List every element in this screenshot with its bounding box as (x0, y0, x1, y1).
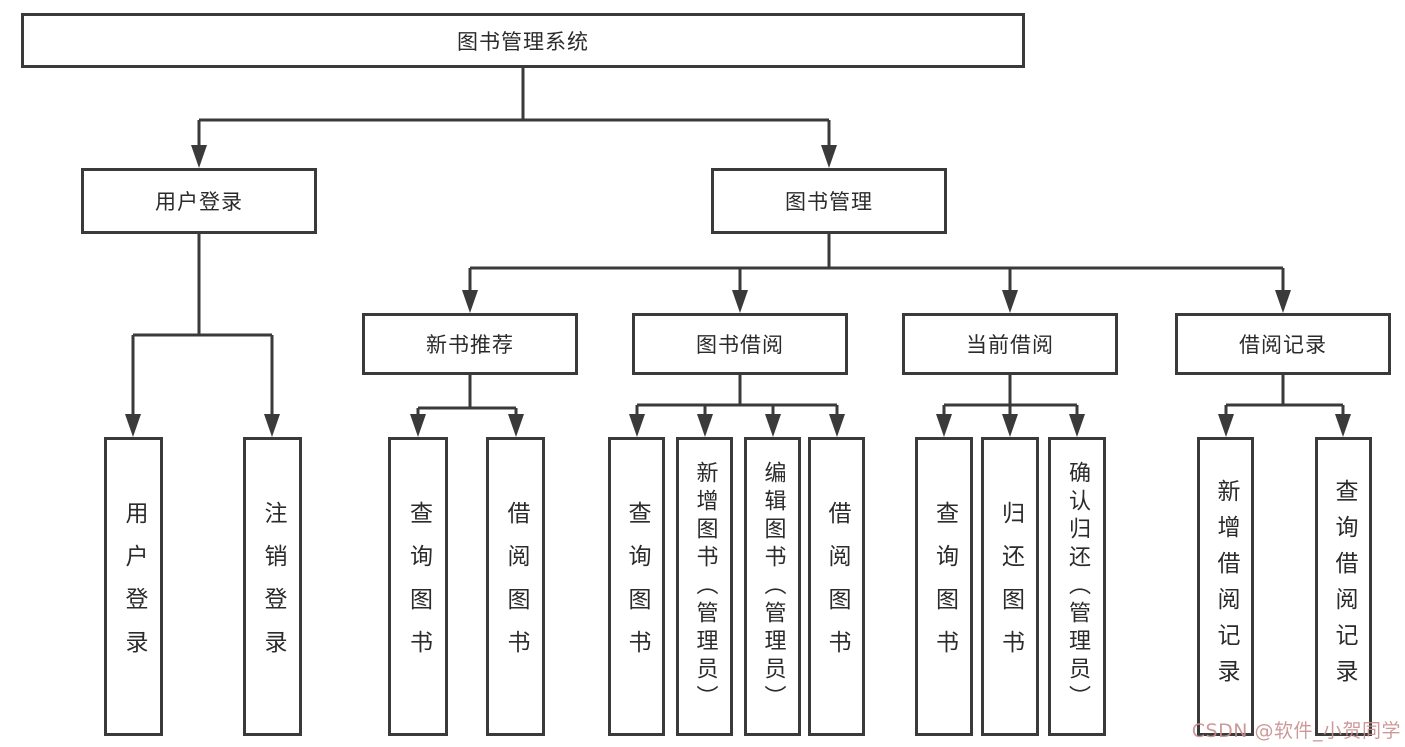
leaf-borrow-books-2-label: 借阅图书 (824, 500, 850, 673)
leaf-confirm-return-admin: 确认归还（管理员） (1048, 437, 1106, 736)
leaf-add-borrow-record-label: 新增借阅记录 (1213, 478, 1239, 695)
arrowheads (125, 145, 1351, 437)
node-root-label: 图书管理系统 (457, 29, 589, 54)
node-new-book-recommend-label: 新书推荐 (426, 333, 514, 357)
leaf-query-books-2-label: 查询图书 (624, 500, 650, 673)
csdn-watermark: CSDN @软件_小贺同学 (1191, 720, 1401, 742)
leaf-borrow-books-label: 借阅图书 (503, 500, 529, 673)
leaf-add-books-admin-label: 新增图书（管理员） (692, 460, 718, 713)
leaf-user-login: 用户登录 (104, 437, 163, 736)
leaf-query-borrow-record-label: 查询借阅记录 (1331, 478, 1357, 695)
leaf-edit-books-admin-label: 编辑图书（管理员） (760, 460, 786, 713)
leaf-query-books-2: 查询图书 (608, 437, 665, 736)
node-root: 图书管理系统 (21, 13, 1025, 68)
leaf-return-books-label: 归还图书 (997, 500, 1024, 673)
leaf-query-books-3: 查询图书 (915, 437, 973, 736)
leaf-query-books: 查询图书 (388, 437, 448, 736)
node-book-borrow-label: 图书借阅 (696, 333, 784, 357)
node-current-borrow-label: 当前借阅 (966, 333, 1054, 357)
leaf-query-borrow-record: 查询借阅记录 (1315, 437, 1372, 736)
node-borrow-records-label: 借阅记录 (1239, 333, 1327, 357)
leaf-add-books-admin: 新增图书（管理员） (676, 437, 733, 736)
node-user-login: 用户登录 (81, 168, 317, 234)
leaf-return-books: 归还图书 (981, 437, 1039, 736)
node-book-borrow: 图书借阅 (632, 313, 848, 375)
leaf-user-login-label: 用户登录 (121, 500, 147, 673)
node-new-book-recommend: 新书推荐 (362, 313, 578, 375)
leaf-confirm-return-admin-label: 确认归还（管理员） (1065, 460, 1090, 713)
leaf-logout: 注销登录 (243, 437, 302, 736)
leaf-edit-books-admin: 编辑图书（管理员） (744, 437, 801, 736)
leaf-query-books-label: 查询图书 (405, 500, 432, 673)
node-borrow-records: 借阅记录 (1175, 313, 1391, 375)
node-book-management-label: 图书管理 (785, 190, 873, 214)
leaf-query-books-3-label: 查询图书 (931, 500, 958, 673)
node-current-borrow: 当前借阅 (902, 313, 1118, 375)
node-user-login-label: 用户登录 (155, 190, 243, 214)
node-book-management: 图书管理 (711, 168, 947, 234)
leaf-logout-label: 注销登录 (260, 500, 286, 673)
leaf-add-borrow-record: 新增借阅记录 (1197, 437, 1254, 736)
leaf-borrow-books: 借阅图书 (486, 437, 545, 736)
leaf-borrow-books-2: 借阅图书 (808, 437, 865, 736)
